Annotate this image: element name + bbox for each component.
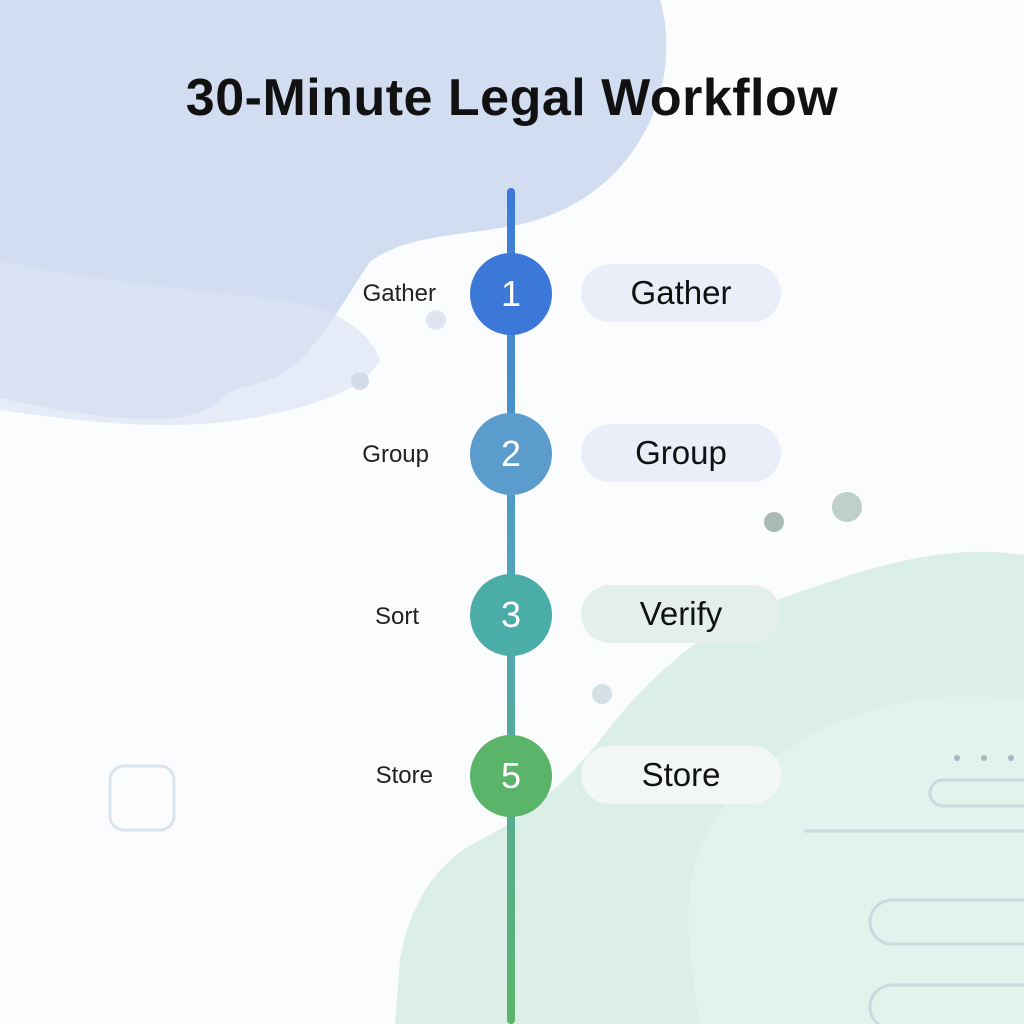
- step-left-label: Group: [362, 441, 429, 468]
- step-pill: Verify: [581, 585, 781, 643]
- step-pill-label: Gather: [630, 274, 732, 311]
- step-node: 3: [470, 574, 552, 656]
- step-left-label: Gather: [362, 280, 436, 307]
- decor-dot: [351, 372, 369, 390]
- step-number: 2: [500, 433, 522, 474]
- step-node: 2: [470, 413, 552, 495]
- step-pill-label: Group: [635, 434, 727, 471]
- decor-dot: [1008, 755, 1014, 761]
- step-number: 5: [500, 755, 522, 796]
- step-left-label: Sort: [374, 603, 419, 630]
- step-left-label: Store: [375, 762, 433, 789]
- step-node: 5: [470, 735, 552, 817]
- step-number: 1: [500, 273, 522, 314]
- blue-wash-light: [0, 260, 380, 426]
- step-pill-label: Store: [641, 756, 721, 793]
- decor-dot: [764, 512, 784, 532]
- decor-pill: [868, 898, 1024, 946]
- decor-dot: [832, 492, 862, 522]
- decor-dot: [954, 755, 960, 761]
- page-title: 30-Minute Legal Workflow: [185, 69, 839, 127]
- step-node: 1: [470, 253, 552, 335]
- decor-square: [108, 764, 176, 832]
- step-pill-label: Verify: [639, 595, 723, 632]
- step-pill: Gather: [581, 264, 781, 322]
- decor-dot: [981, 755, 987, 761]
- decor-dot: [426, 310, 446, 330]
- step-pill: Store: [581, 746, 781, 804]
- decor-pill: [928, 778, 1024, 808]
- decor-dot: [592, 684, 612, 704]
- step-pill: Group: [581, 424, 781, 482]
- step-number: 3: [500, 594, 522, 635]
- decor-pill: [868, 983, 1024, 1024]
